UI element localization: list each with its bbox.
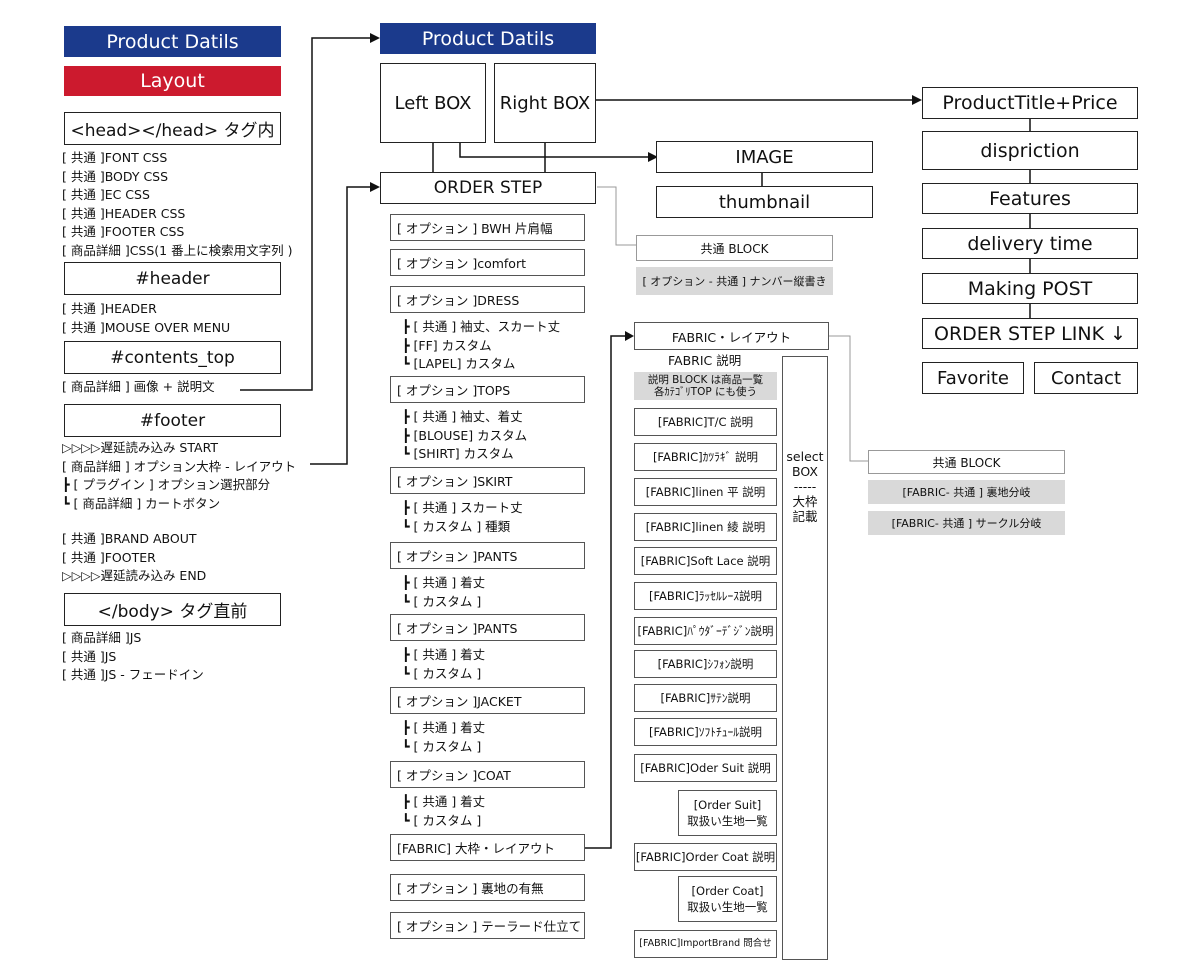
- body-end-item: [ 商品詳細 ]JS: [62, 630, 142, 645]
- option-box: [FABRIC] 大枠・レイアウト: [390, 834, 585, 861]
- header-box: #header: [64, 262, 281, 295]
- option-sub-item: ┣ [FF] カスタム: [402, 337, 492, 353]
- footer-item: [ 商品詳細 ] オプション大枠 - レイアウト: [62, 458, 297, 474]
- option-sub-item: ┗ [LAPEL] カスタム: [402, 356, 516, 371]
- fabric-description-note: 説明 BLOCK は商品一覧各ｶﾃｺﾞﾘTOP にも使う: [634, 372, 777, 400]
- fabric-common-block-box: 共通 BLOCK: [868, 450, 1065, 474]
- option-box: [ オプション ] テーラード仕立て: [390, 912, 585, 939]
- common-block-item: [ オプション - 共通 ] ナンバー縦書き: [636, 267, 833, 295]
- option-box: [ オプション ]TOPS: [390, 376, 585, 403]
- fabric-description: FABRIC 説明: [668, 353, 742, 368]
- body-end-item: [ 共通 ]JS - フェードイン: [62, 667, 204, 682]
- fabric-item: [FABRIC]ｼﾌｫﾝ説明: [634, 650, 777, 678]
- option-box: [ オプション ]PANTS: [390, 614, 585, 641]
- header-item: [ 共通 ]MOUSE OVER MENU: [62, 319, 231, 335]
- head-item: [ 共通 ]HEADER CSS: [62, 205, 186, 221]
- footer-item: [ 共通 ]BRAND ABOUT: [62, 531, 197, 546]
- option-sub-item: ┗ [SHIRT] カスタム: [402, 446, 514, 461]
- fabric-item: [FABRIC]ｻﾃﾝ説明: [634, 684, 777, 712]
- header-item: [ 共通 ]HEADER: [62, 301, 157, 316]
- right-item-box: dispriction: [922, 131, 1138, 170]
- option-sub-item: ┣ [ 共通 ] 袖丈、着丈: [402, 409, 523, 424]
- footer-box: #footer: [64, 404, 281, 437]
- fabric-item: [FABRIC]Oder Suit 説明: [634, 754, 777, 782]
- footer-item: ┣ [ プラグイン ] オプション選択部分: [62, 477, 271, 492]
- option-sub-item: ┗ [ カスタム ]: [402, 593, 482, 609]
- head-item: [ 共通 ]FOOTER CSS: [62, 224, 185, 239]
- option-sub-item: ┣ [ 共通 ] スカート丈: [402, 500, 523, 515]
- fabric-item: [FABRIC]ｶﾂﾗｷﾞ 説明: [634, 443, 777, 471]
- right-item-box: delivery time: [922, 228, 1138, 259]
- left-title: Product Datils: [64, 26, 281, 57]
- layout-label: Layout: [64, 66, 281, 96]
- right-item-box: Making POST: [922, 273, 1138, 304]
- option-box: [ オプション ]SKIRT: [390, 467, 585, 494]
- option-sub-item: ┣ [ 共通 ] 着丈: [402, 794, 486, 809]
- option-sub-item: ┣ [ 共通 ] 着丈: [402, 720, 486, 735]
- fabric-item: [FABRIC]Soft Lace 説明: [634, 547, 777, 575]
- option-box: [ オプション ]PANTS: [390, 542, 585, 569]
- right-item-box: Features: [922, 183, 1138, 214]
- fabric-note-line: 各ｶﾃｺﾞﾘTOP にも使う: [653, 386, 758, 398]
- fabric-item: [FABRIC]Order Coat 説明: [634, 843, 777, 871]
- favorite-box: Favorite: [922, 362, 1024, 394]
- middle-title: Product Datils: [380, 23, 596, 54]
- option-box: [ オプション ]JACKET: [390, 687, 585, 714]
- fabric-layout-box: FABRIC・レイアウト: [634, 322, 829, 350]
- footer-item: ▷▷▷▷遅延読み込み START: [62, 440, 218, 455]
- left-box: Left BOX: [380, 63, 486, 143]
- option-box: [ オプション ]comfort: [390, 249, 585, 276]
- contact-box: Contact: [1034, 362, 1138, 394]
- head-item: [ 共通 ]EC CSS: [62, 187, 150, 202]
- option-sub-item: ┣ [BLOUSE] カスタム: [402, 427, 528, 443]
- body-end-item: [ 共通 ]JS: [62, 648, 117, 664]
- option-sub-item: ┗ [ カスタム ]: [402, 812, 482, 828]
- image-box: IMAGE: [656, 141, 873, 173]
- right-box: Right BOX: [494, 63, 596, 143]
- fabric-common-item-2: [FABRIC- 共通 ] サークル分岐: [868, 511, 1065, 535]
- option-sub-item: ┗ [ カスタム ]: [402, 738, 482, 754]
- option-box: [ オプション ]DRESS: [390, 286, 585, 313]
- fabric-note-line: 説明 BLOCK は商品一覧: [647, 374, 764, 386]
- head-box: <head></head> タグ内: [64, 112, 281, 145]
- fabric-common-item-1: [FABRIC- 共通 ] 裏地分岐: [868, 480, 1065, 504]
- right-item-box: ORDER STEP LINK ↓: [922, 318, 1138, 349]
- common-block-box: 共通 BLOCK: [636, 235, 833, 261]
- head-item: [ 商品詳細 ]CSS(1 番上に検索用文字列 ): [62, 242, 293, 258]
- fabric-item: [FABRIC]linen 綾 説明: [634, 513, 777, 541]
- option-sub-item: ┣ [ 共通 ] 着丈: [402, 647, 486, 662]
- head-item: [ 共通 ]FONT CSS: [62, 150, 168, 165]
- footer-item: ┗ [ 商品詳細 ] カートボタン: [62, 495, 221, 511]
- contents-top-item: [ 商品詳細 ] 画像 + 説明文: [62, 379, 215, 394]
- option-box: [ オプション ] 裏地の有無: [390, 874, 585, 901]
- fabric-item: [FABRIC]T/C 説明: [634, 408, 777, 436]
- select-box: select BOX ----- 大枠 記載: [782, 356, 828, 960]
- contents-top-box: #contents_top: [64, 341, 281, 374]
- right-item-box: ProductTitle+Price: [922, 87, 1138, 119]
- option-box: [ オプション ]COAT: [390, 761, 585, 788]
- head-item: [ 共通 ]BODY CSS: [62, 168, 169, 184]
- option-box: [ オプション ] BWH 片肩幅: [390, 214, 585, 241]
- option-sub-item: ┗ [ カスタム ]: [402, 665, 482, 681]
- thumbnail-box: thumbnail: [656, 186, 873, 218]
- fabric-item: [FABRIC]ﾊﾟｳﾀﾞｰﾃﾞｼﾞﾝ説明: [634, 617, 777, 645]
- option-sub-item: ┗ [ カスタム ] 種類: [402, 518, 511, 534]
- fabric-item: [FABRIC]ﾗｯｾﾙﾚｰｽ説明: [634, 582, 777, 610]
- order-step-box: ORDER STEP: [380, 172, 596, 204]
- footer-item: [ 共通 ]FOOTER: [62, 549, 156, 565]
- footer-item: ▷▷▷▷遅延読み込み END: [62, 568, 207, 583]
- option-sub-item: ┣ [ 共通 ] 袖丈、スカート丈: [402, 319, 561, 334]
- option-sub-item: ┣ [ 共通 ] 着丈: [402, 575, 486, 590]
- fabric-item: [FABRIC]ImportBrand 問合せ: [634, 930, 777, 958]
- fabric-item: [FABRIC]linen 平 説明: [634, 478, 777, 506]
- fabric-item: [Order Coat] 取扱い生地一覧: [678, 876, 777, 922]
- fabric-item: [Order Suit] 取扱い生地一覧: [678, 790, 777, 836]
- fabric-item: [FABRIC]ｿﾌﾄﾁｭｰﾙ説明: [634, 718, 777, 746]
- body-end-box: </body> タグ直前: [64, 593, 281, 626]
